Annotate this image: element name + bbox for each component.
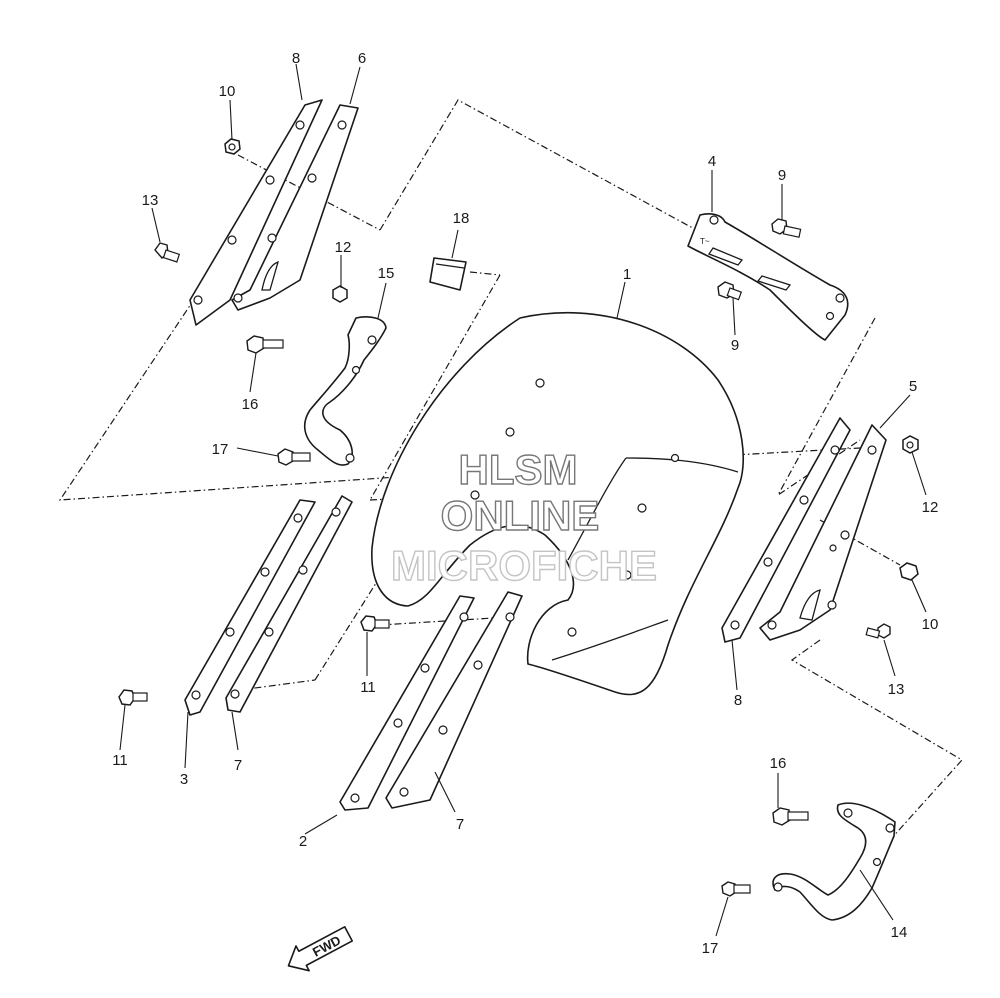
bracket-part-3 [184, 499, 316, 716]
callout-4: 4 [708, 153, 716, 170]
watermark-line-1: HLSM [459, 446, 578, 493]
bolt-13-right [865, 623, 891, 639]
svg-text:T~: T~ [700, 237, 710, 246]
callout-5: 5 [909, 378, 917, 395]
bolt-11-center [360, 615, 390, 632]
callout-17-upper: 17 [212, 441, 229, 458]
callout-13-right: 13 [888, 681, 905, 698]
callout-13-upper: 13 [142, 192, 159, 209]
stay-part-15 [303, 316, 387, 466]
callout-3: 3 [180, 771, 188, 788]
callout-7-lower: 7 [456, 816, 464, 833]
bolt-10-right [899, 562, 919, 581]
cushion-part-18 [429, 257, 467, 291]
bracket-part-7-lower [385, 591, 523, 809]
bracket-part-5 [759, 424, 887, 641]
watermark-line-3: MICROFICHE [391, 542, 657, 589]
bolt-9-upper [771, 218, 802, 238]
callout-leaders [119, 63, 927, 937]
bracket-part-8-upper [189, 99, 323, 326]
watermark-line-2: ONLINE [441, 492, 600, 539]
bracket-part-2 [339, 595, 475, 811]
fwd-direction-arrow: FWD [287, 926, 354, 972]
nut-12-upper [332, 285, 348, 303]
callout-11-center: 11 [360, 679, 376, 696]
callout-1: 1 [623, 266, 631, 283]
callout-6: 6 [358, 50, 366, 67]
bracket-part-6 [231, 104, 359, 311]
callout-11-left: 11 [112, 752, 128, 769]
windshield-part-1 [371, 311, 745, 696]
bolt-9-lower [717, 281, 743, 301]
bolt-13-upper [154, 242, 181, 263]
bolt-17-upper [277, 448, 311, 466]
callout-18: 18 [453, 210, 470, 227]
bolt-17-lower [721, 881, 751, 897]
stay-part-14 [772, 802, 896, 921]
callout-14: 14 [891, 924, 908, 941]
callout-9-lower: 9 [731, 337, 739, 354]
nut-12-right [902, 435, 919, 454]
bracket-part-7-middle [225, 495, 353, 713]
callout-15: 15 [378, 265, 395, 282]
callout-12-upper: 12 [335, 239, 352, 256]
callout-2: 2 [299, 833, 307, 850]
callout-12-right: 12 [922, 499, 939, 516]
bracket-part-4: T~ [687, 213, 849, 341]
callout-8-right: 8 [734, 692, 742, 709]
callout-16-upper: 16 [242, 396, 259, 413]
callout-10-upper: 10 [219, 83, 236, 100]
callout-labels: 1 2 3 4 5 6 7 7 8 8 9 9 10 10 11 11 12 1… [112, 50, 938, 957]
bolt-16-upper [246, 335, 284, 354]
callout-10-right: 10 [922, 616, 939, 633]
callout-9-upper: 9 [778, 167, 786, 184]
watermark: HLSM ONLINE MICROFICHE [390, 445, 657, 589]
callout-17-lower: 17 [702, 940, 719, 957]
callout-7-middle: 7 [234, 757, 242, 774]
bolt-16-lower [772, 807, 809, 826]
callout-8-upper: 8 [292, 50, 300, 67]
bolt-11-left [118, 689, 148, 706]
callout-16-lower: 16 [770, 755, 787, 772]
fwd-label: FWD [310, 933, 343, 960]
bolt-10-upper [224, 138, 241, 155]
